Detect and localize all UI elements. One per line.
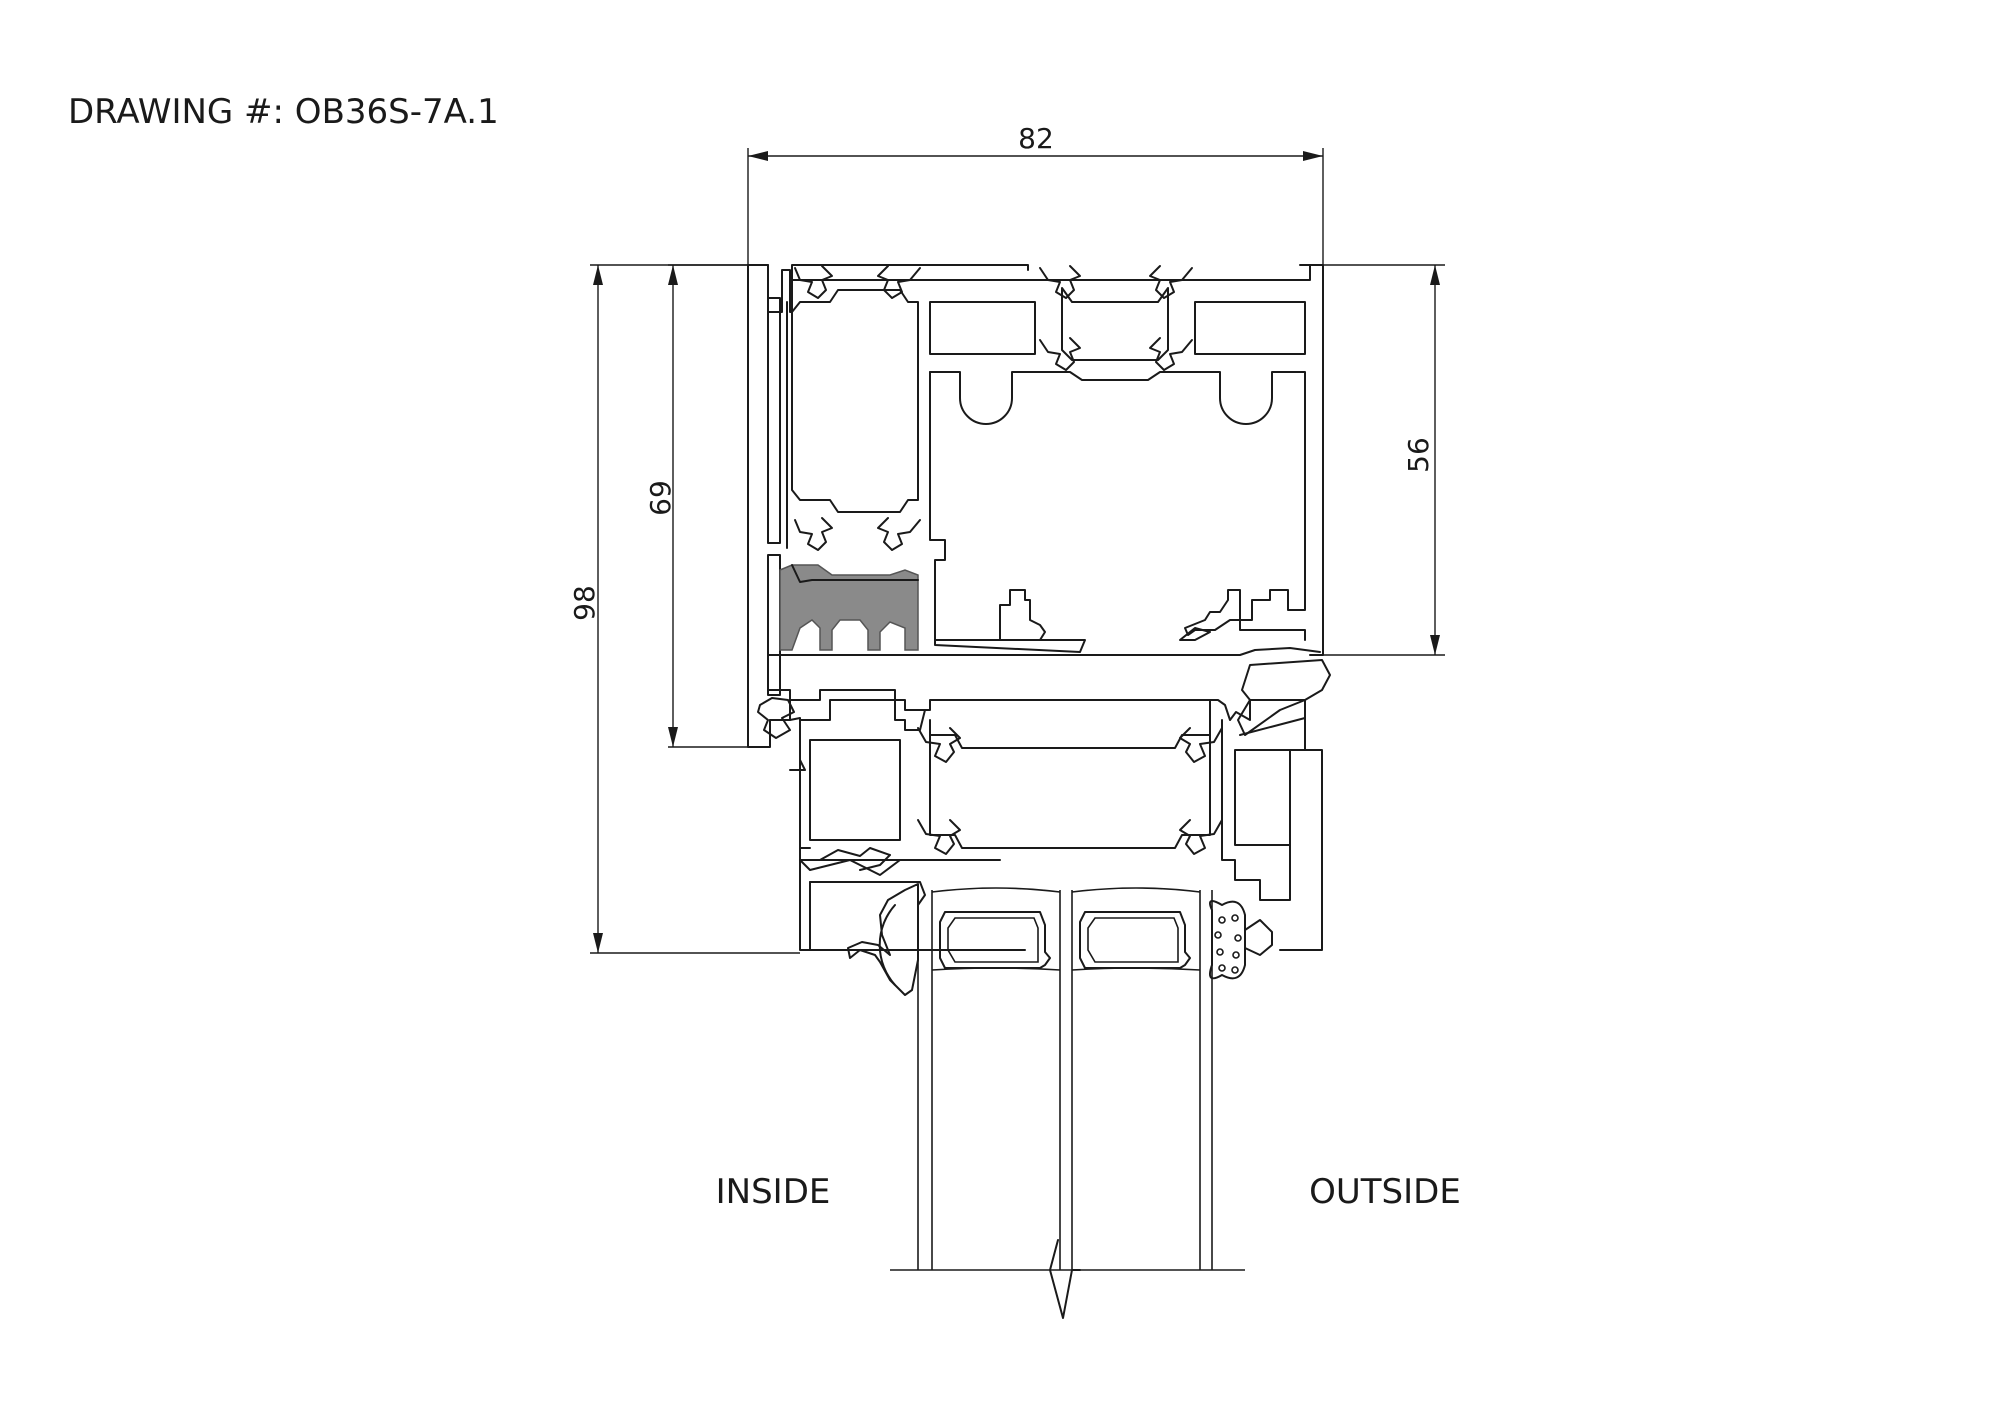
label-outside: OUTSIDE xyxy=(1309,1172,1461,1212)
dimension-height-frame-label: 56 xyxy=(1402,437,1435,473)
dimension-height-frame: 56 xyxy=(1323,264,1445,656)
gray-gasket xyxy=(779,564,919,651)
outer-frame-profile xyxy=(747,264,1324,748)
dimension-height-overall-label: 98 xyxy=(568,585,601,621)
dimension-width-label: 82 xyxy=(1018,122,1054,155)
outside-gasket xyxy=(1209,900,1273,980)
drawing-number: DRAWING #: OB36S-7A.1 xyxy=(68,92,499,132)
dimension-height-overall: 98 xyxy=(568,264,800,954)
dimension-width: 82 xyxy=(747,122,1324,265)
glass-units xyxy=(890,887,1245,1319)
dimension-height-sash: 69 xyxy=(644,264,750,748)
label-inside: INSIDE xyxy=(716,1172,831,1212)
dimension-height-sash-label: 69 xyxy=(644,480,677,516)
thermal-break xyxy=(1237,659,1331,736)
sash-profile xyxy=(757,697,1323,951)
glazing-bead xyxy=(847,883,919,996)
